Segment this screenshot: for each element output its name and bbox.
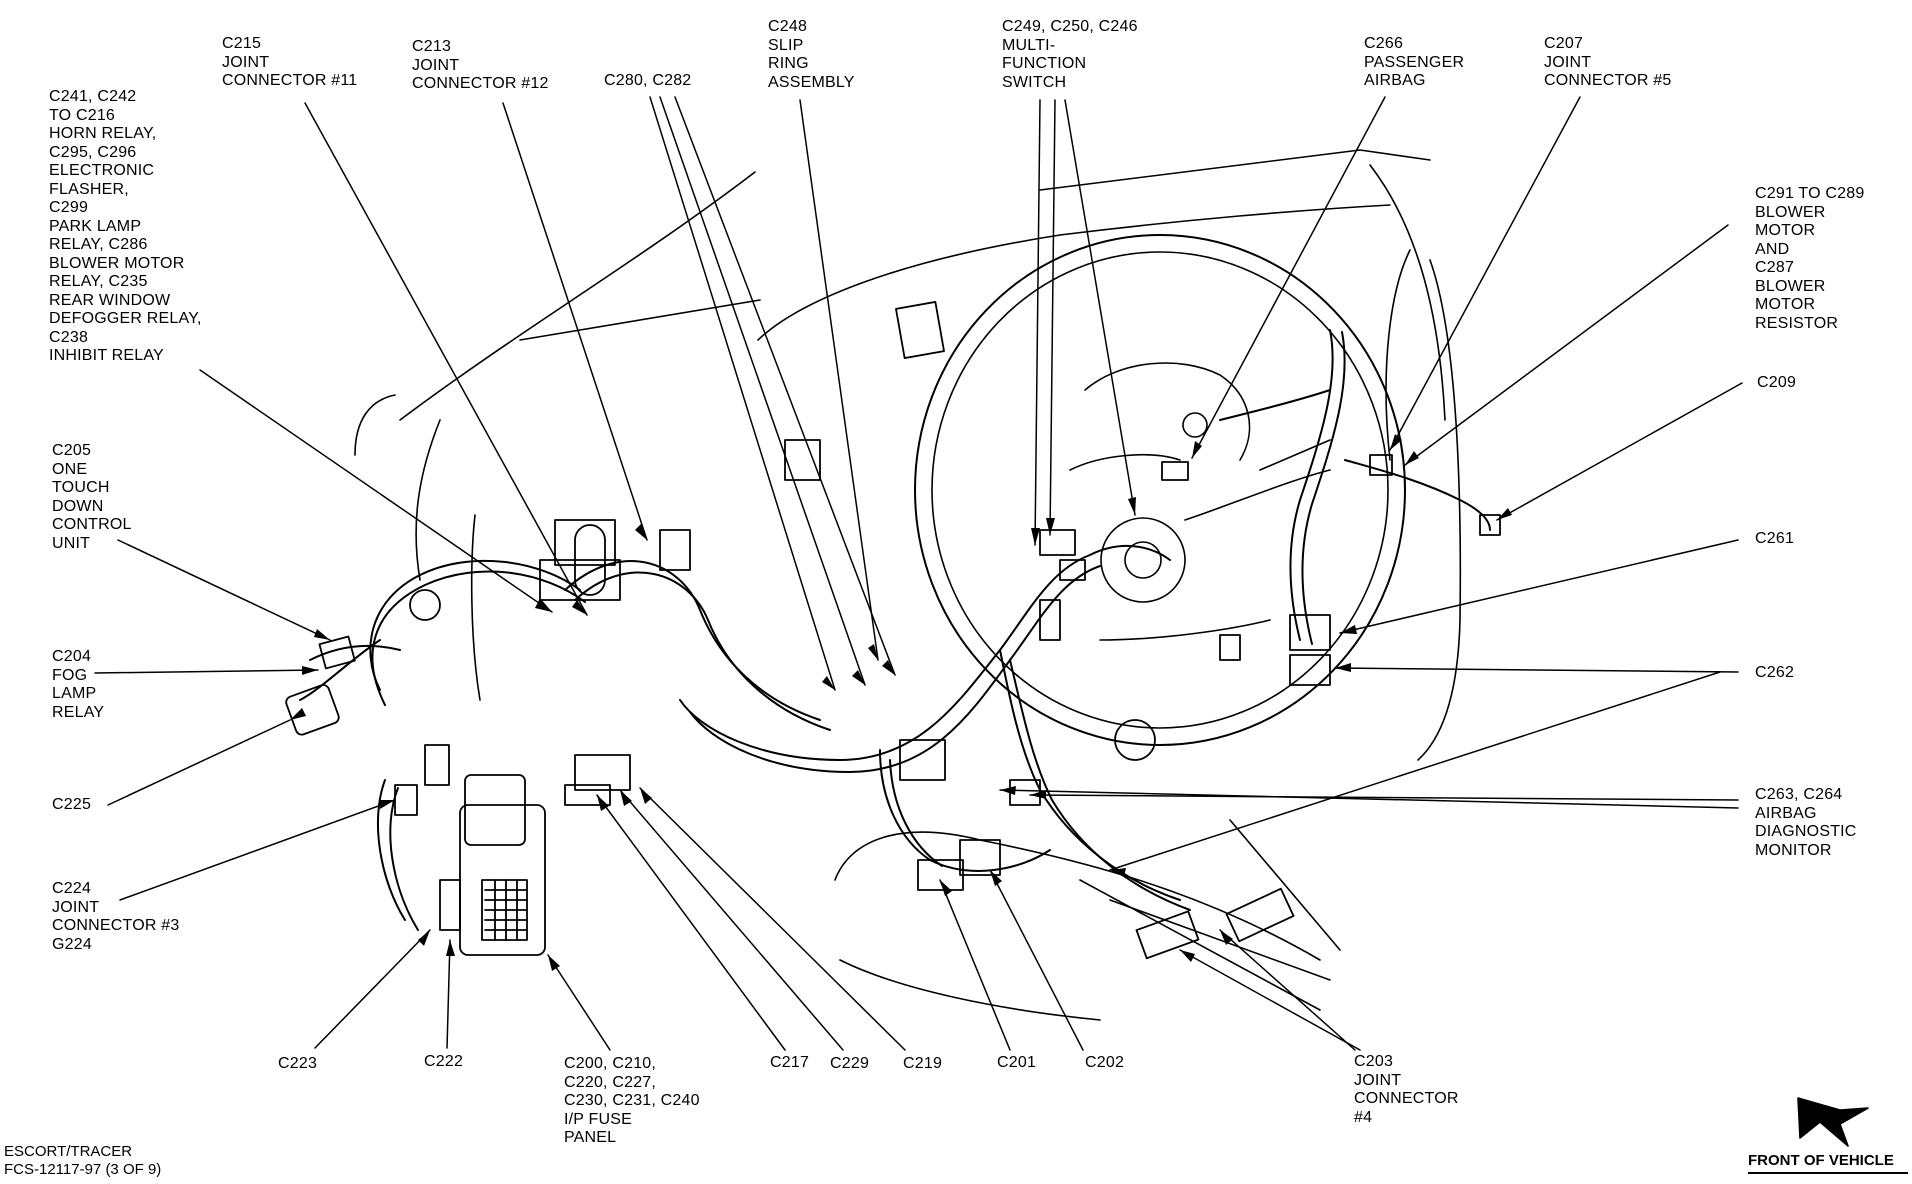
callout-c217: C217 (770, 1054, 810, 1071)
callout-c219: C219 (903, 1055, 943, 1072)
front-of-vehicle-label: FRONT OF VEHICLE (1748, 1152, 1894, 1169)
callout-c213-joint-connector-12: C213 JOINT CONNECTOR #12 (412, 38, 549, 92)
callout-c229: C229 (830, 1055, 870, 1072)
callout-c263-airbag-diagnostic-monitor: C263, C264 AIRBAG DIAGNOSTIC MONITOR (1755, 786, 1857, 859)
callout-c215-joint-connector-11: C215 JOINT CONNECTOR #11 (222, 35, 358, 89)
callout-c223: C223 (278, 1055, 318, 1072)
callout-c291-blower-motor: C291 TO C289 BLOWER MOTOR AND C287 BLOWE… (1755, 185, 1865, 332)
callout-c204-fog-lamp-relay: C204 FOG LAMP RELAY (52, 648, 105, 721)
callout-c224-joint-connector-3: C224 JOINT CONNECTOR #3 G224 (52, 880, 180, 953)
arrowheads (290, 434, 1512, 971)
leader-lines (94, 96, 1743, 1051)
connector-blocks (285, 301, 1501, 960)
callout-c262: C262 (1755, 664, 1795, 681)
callout-c202: C202 (1085, 1054, 1125, 1071)
front-of-vehicle-arrow-icon (1797, 1097, 1869, 1147)
callout-c241-relays: C241, C242 TO C216 HORN RELAY, C295, C29… (49, 88, 202, 364)
wiring-harness (299, 329, 1491, 931)
instrument-panel-outline (354, 149, 1462, 1021)
callout-c266-passenger-airbag: C266 PASSENGER AIRBAG (1364, 35, 1465, 89)
callout-c203-joint-connector-4: C203 JOINT CONNECTOR #4 (1354, 1053, 1459, 1126)
front-of-vehicle-underline (1748, 1172, 1908, 1174)
steering-wheel (914, 234, 1406, 746)
callout-c201: C201 (997, 1054, 1037, 1071)
callout-c200-ip-fuse-panel: C200, C210, C220, C227, C230, C231, C240… (564, 1055, 700, 1146)
callout-c249-multi-function-switch: C249, C250, C246 MULTI- FUNCTION SWITCH (1002, 18, 1138, 91)
callout-c207-joint-connector-5: C207 JOINT CONNECTOR #5 (1544, 35, 1672, 89)
callout-c205-one-touch-down-control-unit: C205 ONE TOUCH DOWN CONTROL UNIT (52, 442, 132, 552)
callout-c261: C261 (1755, 530, 1795, 547)
callout-c248-slip-ring-assembly: C248 SLIP RING ASSEMBLY (768, 18, 855, 91)
footer-model: ESCORT/TRACER (4, 1143, 133, 1160)
footer-figure-id: FCS-12117-97 (3 OF 9) (4, 1161, 162, 1178)
callout-c280-c282: C280, C282 (604, 72, 692, 89)
callout-c222: C222 (424, 1053, 464, 1070)
callout-c209: C209 (1757, 374, 1797, 391)
callout-c225: C225 (52, 796, 92, 813)
